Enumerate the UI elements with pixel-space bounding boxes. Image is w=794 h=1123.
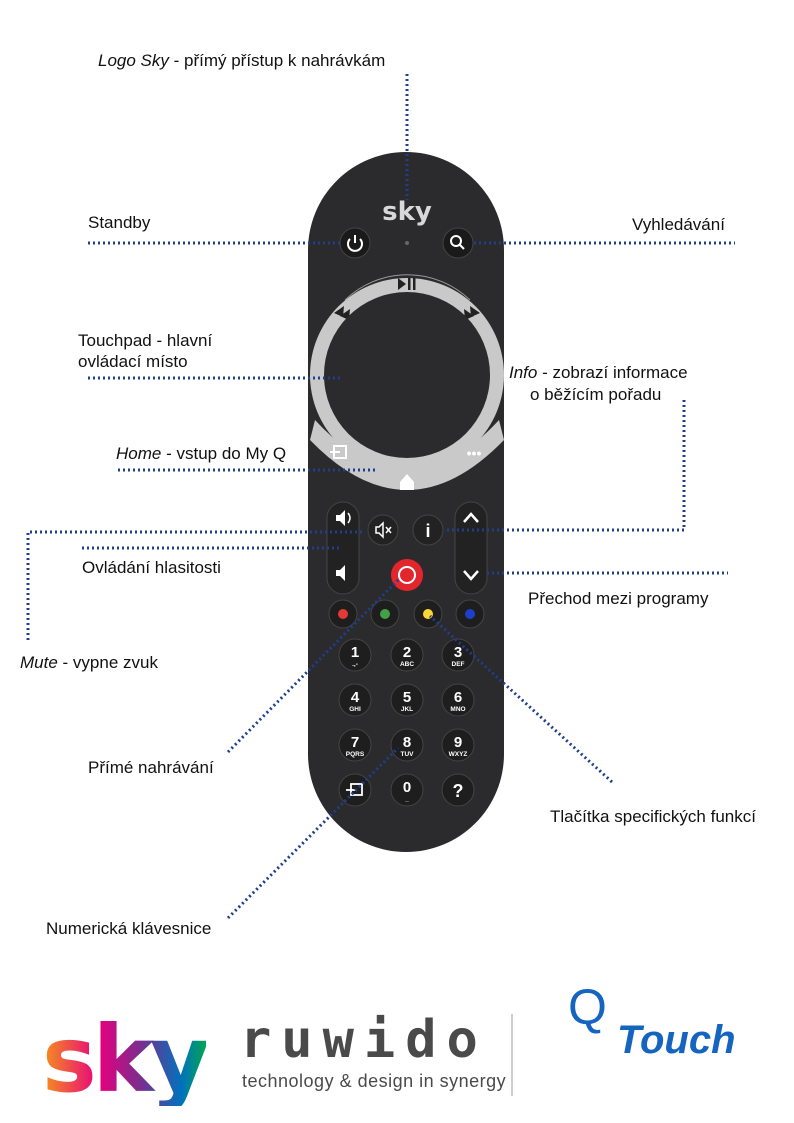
digit-1-button[interactable] — [338, 638, 372, 672]
digit-0-letters: _ — [404, 796, 409, 803]
label-channel: Přechod mezi programy — [528, 589, 709, 608]
label-numpad: Numerická klávesnice — [46, 919, 212, 938]
channel-rocker[interactable] — [454, 501, 488, 595]
digit-7-label: 7 — [351, 734, 359, 751]
label-info-em: Info — [509, 363, 538, 382]
search-icon — [450, 235, 465, 250]
digit-6-button[interactable] — [441, 683, 475, 717]
touch-logo: Touch — [617, 1018, 736, 1062]
volume-up-icon — [336, 510, 351, 526]
touchpad[interactable] — [324, 292, 490, 458]
label-logo-sky: Logo Sky - přímý přístup k nahrávkám — [98, 50, 385, 72]
digit-9-button[interactable] — [441, 728, 475, 762]
channel-down-icon — [463, 570, 479, 581]
label-home-text: - vstup do My Q — [161, 444, 287, 463]
volume-down-icon — [336, 565, 345, 581]
label-mute-em: Mute — [20, 653, 58, 672]
digit-9-letters: WXYZ — [449, 751, 468, 758]
label-record: Přímé nahrávání — [88, 758, 214, 777]
digit-8-letters: TUV — [401, 751, 415, 758]
digit-3-label: 3 — [454, 644, 462, 661]
label-mute: Mute - vypne zvuk — [20, 652, 158, 674]
label-touchpad-2: ovládací místo — [78, 352, 188, 371]
info-button[interactable] — [412, 514, 444, 546]
yellow-dot — [423, 609, 433, 619]
exit-icon[interactable] — [330, 445, 347, 459]
info-key: i — [425, 521, 430, 541]
label-logo-sky-em: Logo Sky — [98, 51, 169, 70]
record-button[interactable] — [391, 559, 423, 591]
input-source-icon — [346, 783, 363, 796]
label-color-buttons: Tlačítka specifických funkcí — [550, 807, 756, 826]
digit-1-letters: .,- — [352, 661, 358, 668]
label-info: Info - zobrazí informace — [509, 362, 688, 384]
digit-8-label: 8 — [403, 734, 411, 751]
digit-2-letters: ABC — [400, 661, 414, 668]
red-dot — [338, 609, 348, 619]
power-icon — [347, 235, 363, 252]
label-volume: Ovládání hlasitosti — [82, 558, 221, 577]
digit-4-label: 4 — [351, 689, 360, 706]
home-icon[interactable] — [400, 474, 414, 490]
label-touchpad-1: Touchpad - hlavní — [78, 331, 213, 350]
lower-ring-segments — [310, 420, 504, 490]
digit-6-label: 6 — [454, 689, 462, 706]
digit-5-button[interactable] — [390, 683, 424, 717]
play-pause-icon[interactable] — [398, 278, 416, 290]
search-button[interactable] — [442, 227, 474, 259]
more-key[interactable]: ••• — [467, 445, 482, 461]
mute-icon — [375, 521, 392, 539]
q-logo: Q — [568, 979, 607, 1035]
green-dot — [380, 609, 390, 619]
digit-7-letters: PQRS — [346, 751, 365, 758]
label-mute-text: - vypne zvuk — [57, 653, 158, 672]
digit-3-button[interactable] — [441, 638, 475, 672]
digit-2-label: 2 — [403, 644, 411, 661]
sky-logo: sky — [42, 1006, 210, 1113]
label-home: Home - vstup do My Q — [116, 443, 286, 465]
label-logo-sky-text: - přímý přístup k nahrávkám — [168, 51, 386, 70]
help-button[interactable] — [441, 773, 475, 807]
brand-divider — [511, 1014, 513, 1096]
channel-up-icon — [463, 512, 479, 523]
digit-5-label: 5 — [403, 689, 411, 706]
label-standby: Standby — [88, 213, 151, 232]
digit-4-button[interactable] — [338, 683, 372, 717]
digit-8-button[interactable] — [390, 728, 424, 762]
digit-6-letters: MNO — [450, 706, 465, 713]
ring-arc — [344, 274, 471, 301]
digit-0-button[interactable] — [390, 773, 424, 807]
digit-9-label: 9 — [454, 734, 462, 751]
digit-3-letters: DEF — [452, 661, 465, 668]
record-icon — [398, 566, 416, 584]
label-info-text: - zobrazí informace — [537, 363, 688, 382]
digit-4-letters: GHI — [349, 706, 361, 713]
ruwido-tagline: technology & design in synergy — [242, 1071, 507, 1091]
digit-1-label: 1 — [351, 644, 359, 661]
digit-2-button[interactable] — [390, 638, 424, 672]
leader-lines — [26, 74, 735, 920]
sensor-dot — [405, 241, 409, 245]
label-search: Vyhledávání — [632, 215, 725, 234]
label-info-2: o běžícím pořadu — [530, 385, 662, 404]
digit-7-button[interactable] — [338, 728, 372, 762]
help-key: ? — [453, 781, 464, 801]
ruwido-logo: ruwido — [240, 1010, 488, 1070]
digit-5-letters: JKL — [401, 706, 413, 713]
remote-sky-logo: sky — [382, 197, 432, 227]
blue-dot — [465, 609, 475, 619]
label-home-em: Home — [116, 444, 162, 463]
digit-0-label: 0 — [403, 779, 411, 796]
